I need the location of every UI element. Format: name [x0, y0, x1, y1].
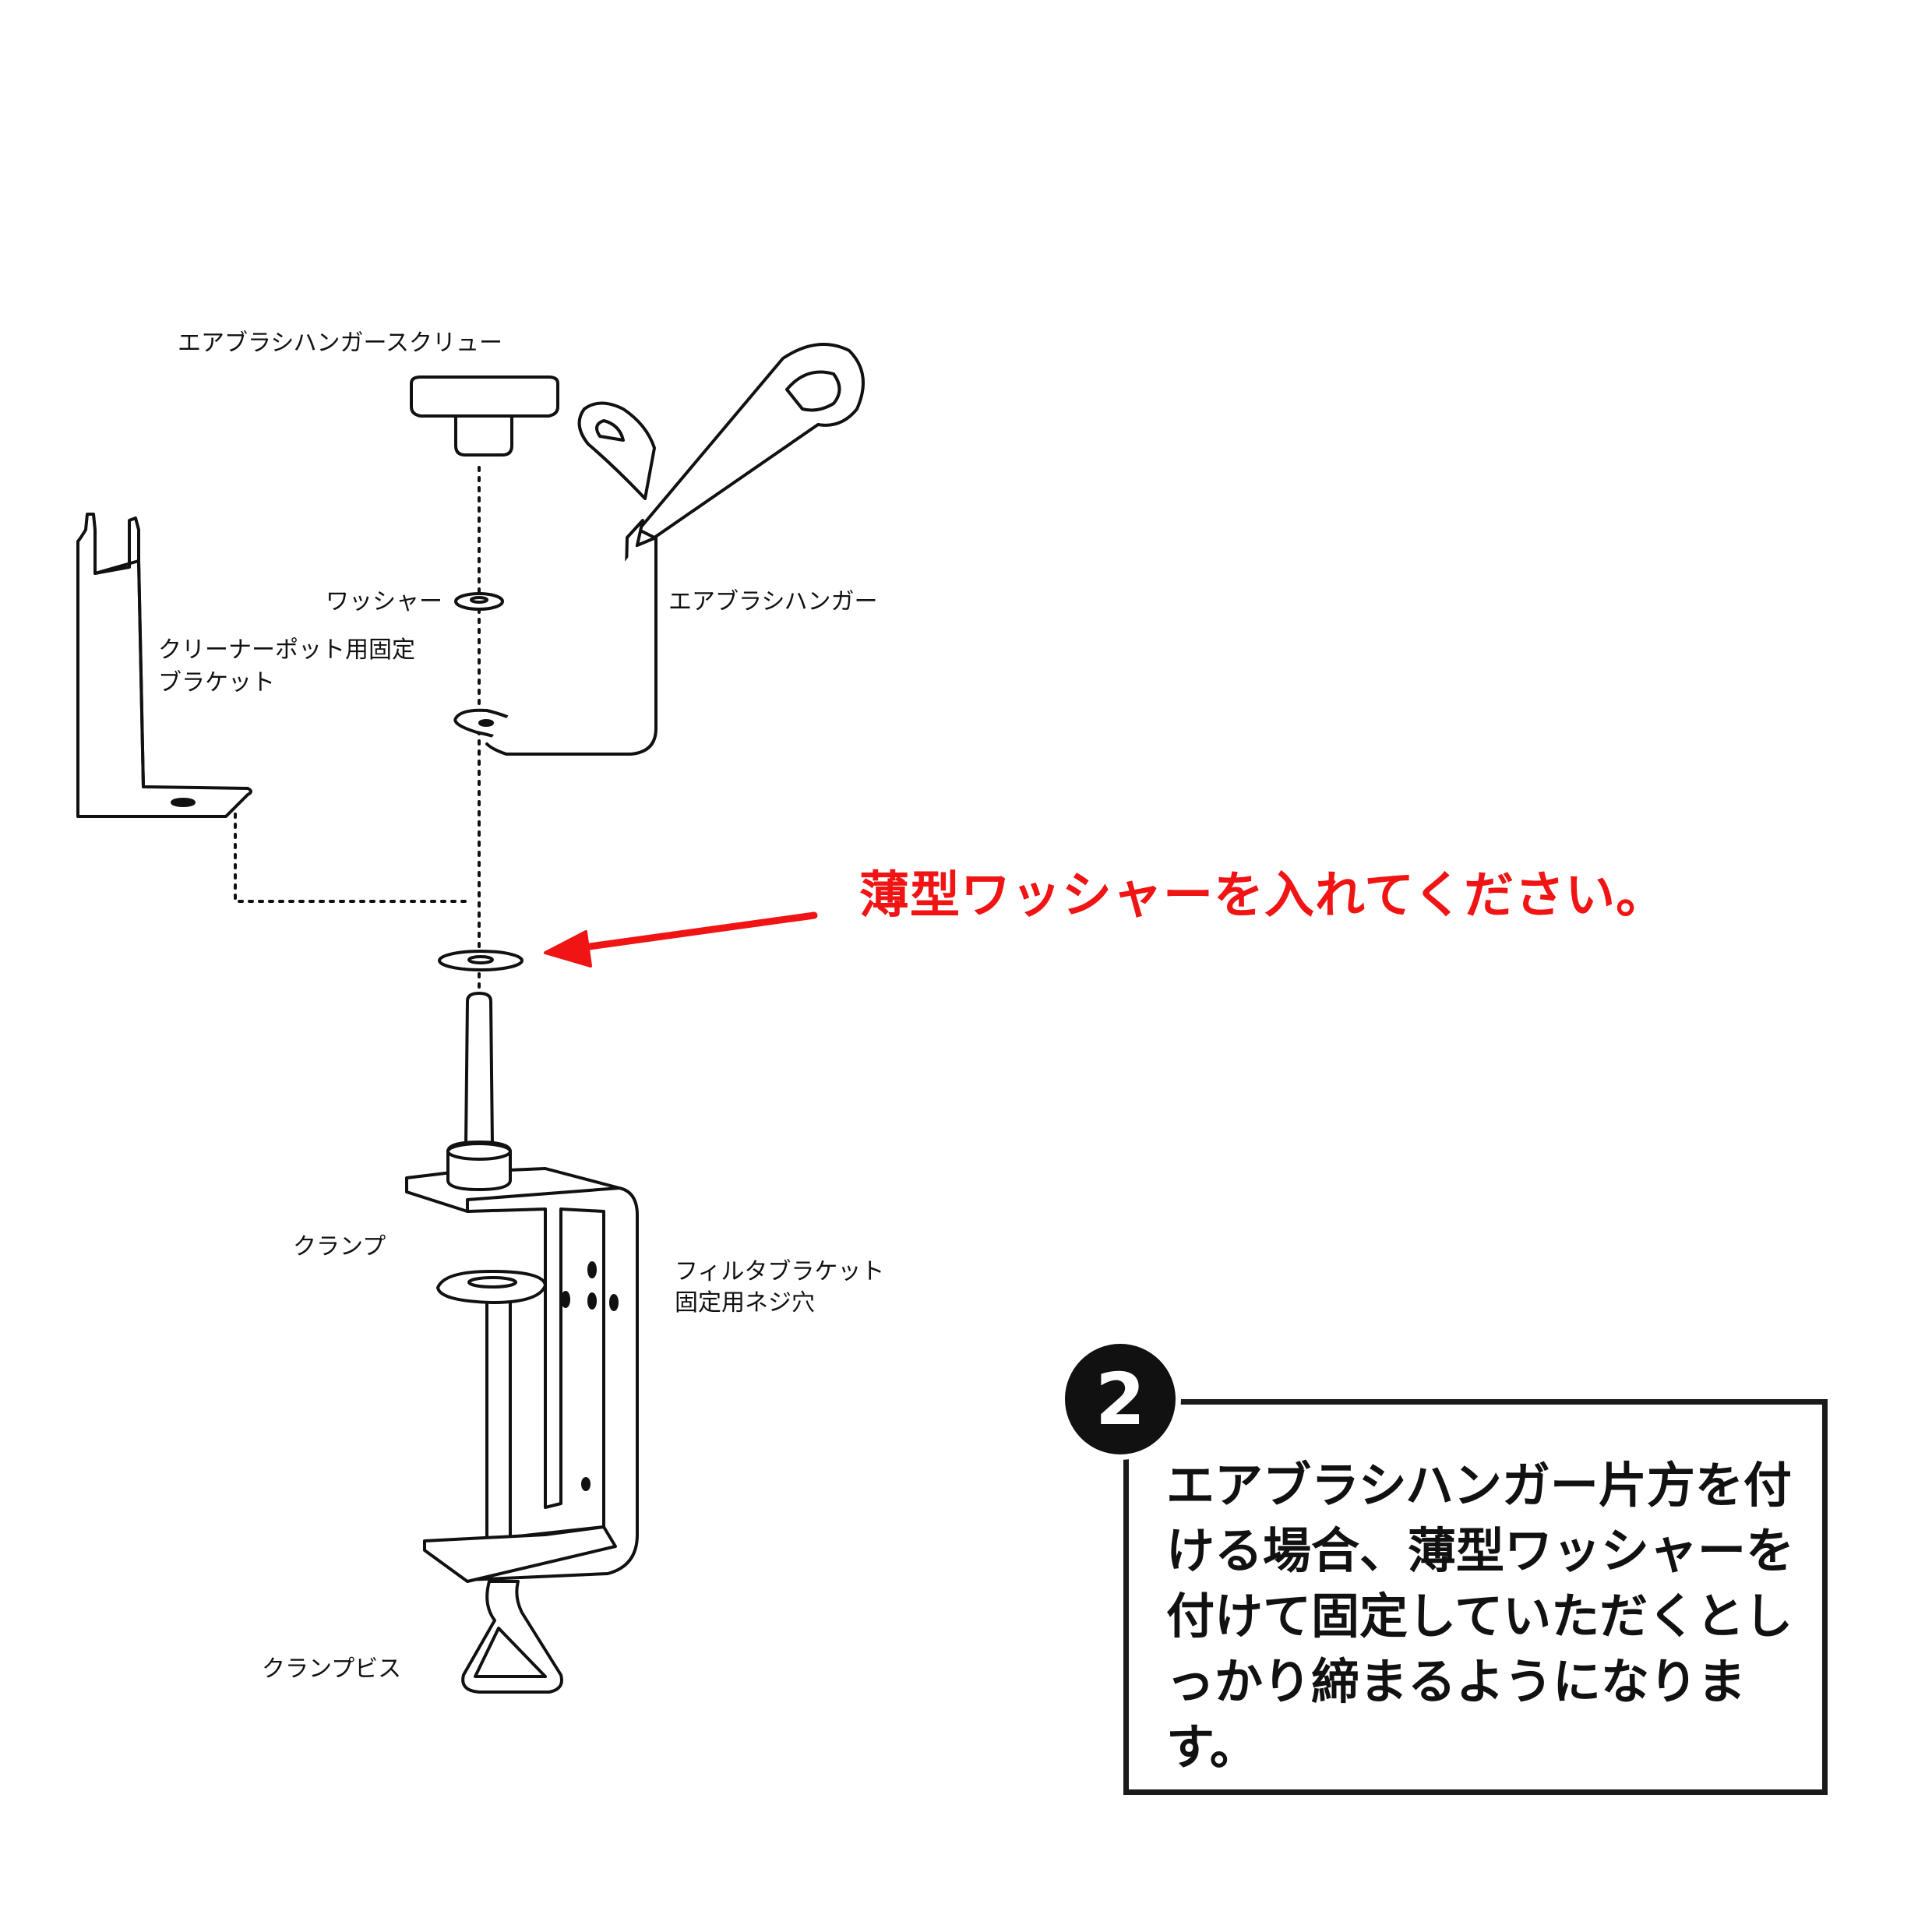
step-badge: 2: [1059, 1338, 1181, 1460]
clamp-drawing: [405, 992, 639, 1583]
clamp-label: クランプ: [293, 1233, 386, 1260]
cleaner-pot-bracket-drawing: [76, 513, 252, 818]
step-number: 2: [1095, 1357, 1145, 1441]
hanger-label: エアブラシハンガー: [668, 588, 878, 615]
filter-bracket-label-line2: 固定用ネジ穴: [675, 1289, 815, 1317]
clamp-screw-drawing: [461, 1580, 563, 1694]
cleaner-bracket-label-line1: クリーナーポット用固定: [158, 636, 415, 664]
cleaner-bracket-label-line2: ブラケット: [158, 669, 275, 696]
filter-bracket-label-line1: フィルタブラケット: [675, 1258, 885, 1285]
washer-drawing: [454, 592, 504, 611]
hanger-screw-drawing: [410, 375, 559, 457]
washer-label: ワッシャー: [326, 588, 442, 615]
screw-label: エアブラシハンガースクリュー: [178, 330, 502, 357]
bracket-connector-line: [234, 813, 467, 903]
airbrush-hanger-drawing: [453, 343, 865, 756]
thin-washer-drawing: [438, 950, 524, 971]
arrow-icon: [544, 911, 818, 968]
note-box: エアブラシハンガー片方を付ける場合、薄型ワッシャーを付けて固定していただくとしっ…: [1123, 1399, 1828, 1795]
clamp-screw-label: クランプビス: [262, 1655, 402, 1683]
thin-washer-callout: 薄型ワッシャーを入れてください。: [859, 867, 1667, 925]
note-text: エアブラシハンガー片方を付ける場合、薄型ワッシャーを付けて固定していただくとしっ…: [1166, 1457, 1795, 1775]
